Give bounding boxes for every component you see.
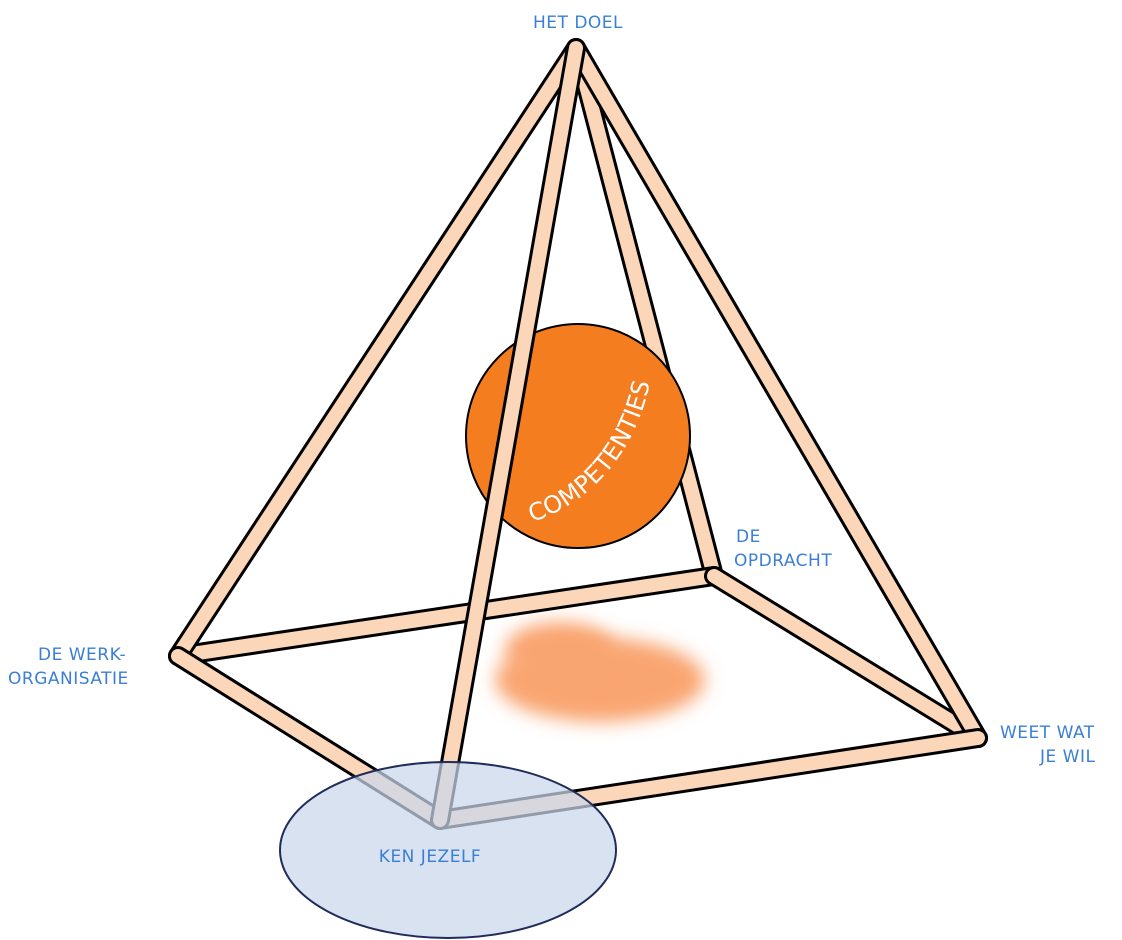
right-corner-label-line2: JE WIL <box>1039 747 1095 767</box>
pyramid-back-edges <box>168 52 988 748</box>
front-corner-label: KEN JEZELF <box>379 847 481 867</box>
sphere-shadow <box>495 622 705 722</box>
back-corner-label-line1: DE <box>736 527 761 547</box>
right-corner-label-line1: WEET WAT <box>1000 723 1095 743</box>
back-corner-label-line2: OPDRACHT <box>734 551 832 571</box>
pyramid-front-edges <box>168 38 988 830</box>
apex-label: HET DOEL <box>533 13 623 33</box>
left-corner-label-line2: ORGANISATIE <box>8 669 129 689</box>
labels: HET DOEL DE WERK- ORGANISATIE DE OPDRACH… <box>8 13 1095 867</box>
ken-jezelf-ellipse <box>279 761 617 939</box>
left-corner-label-line1: DE WERK- <box>38 645 126 665</box>
